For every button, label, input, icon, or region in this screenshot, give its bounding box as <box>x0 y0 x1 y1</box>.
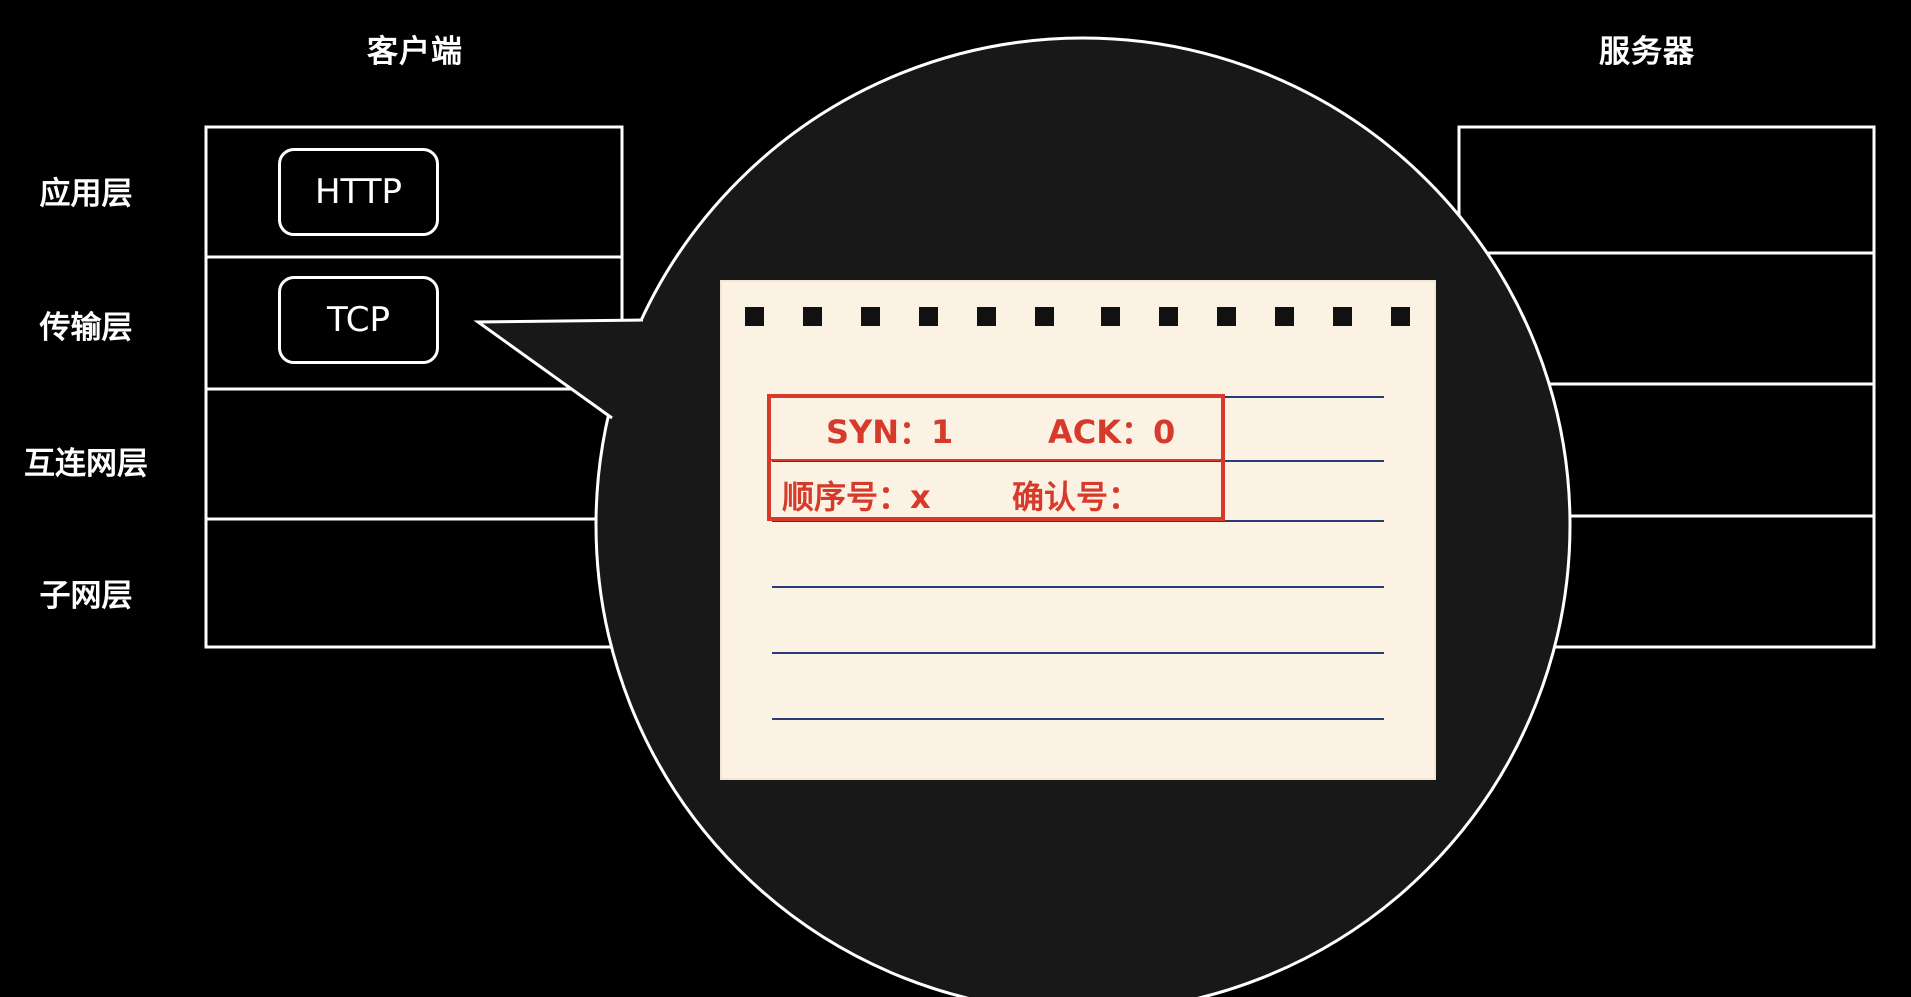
binding-holes <box>745 307 1410 326</box>
acknowledgment-number: 确认号： <box>1012 478 1141 516</box>
stamp-frame <box>767 394 1225 521</box>
layer-label-internet: 互连网层 <box>24 446 148 482</box>
tcp-protocol-box: TCP <box>278 276 439 364</box>
syn-flag: SYN：1 <box>826 413 954 451</box>
layer-label-application: 应用层 <box>39 176 133 212</box>
note-decorations <box>745 307 1410 720</box>
layer-label-subnet: 子网层 <box>39 578 133 614</box>
ack-flag: ACK：0 <box>1048 413 1176 451</box>
tcp-segment-note: SYN：1 ACK：0 顺序号：x 确认号： <box>720 280 1436 780</box>
http-protocol-box: HTTP <box>278 148 439 236</box>
client-stack <box>204 125 624 649</box>
server-title: 服务器 <box>1599 34 1695 70</box>
sequence-number: 顺序号：x <box>782 478 931 516</box>
client-title: 客户端 <box>367 34 463 70</box>
layer-label-transport: 传输层 <box>39 310 133 346</box>
